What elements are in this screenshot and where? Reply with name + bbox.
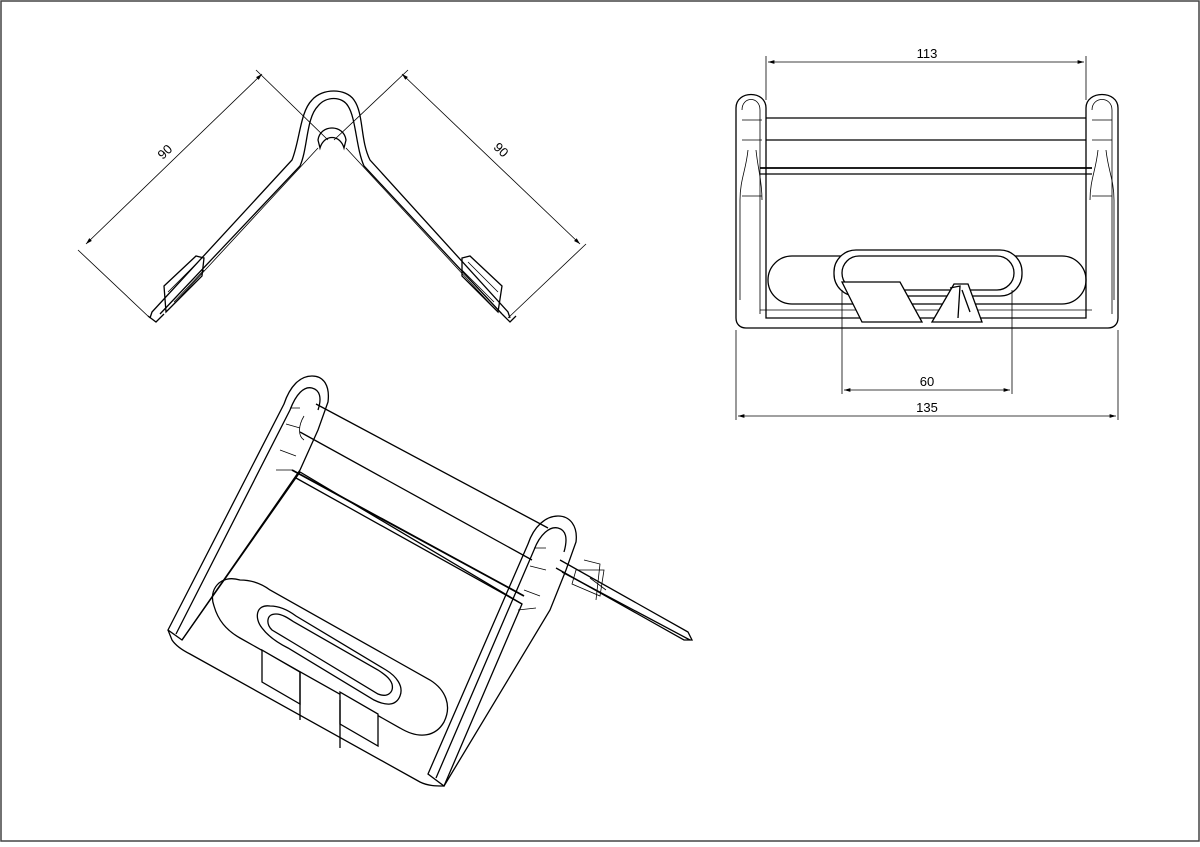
dim-label-left: 90	[154, 141, 175, 162]
dim-label-113: 113	[917, 46, 938, 61]
side-view: 90 90	[77, 69, 587, 323]
dim-line-left	[85, 73, 263, 245]
front-view: 113 60 135	[735, 46, 1119, 420]
dim-line-right	[401, 73, 581, 245]
dim-label-135: 135	[916, 400, 938, 415]
isometric-view	[167, 375, 694, 787]
dim-label-60: 60	[920, 374, 934, 389]
dim-label-right: 90	[491, 139, 512, 160]
